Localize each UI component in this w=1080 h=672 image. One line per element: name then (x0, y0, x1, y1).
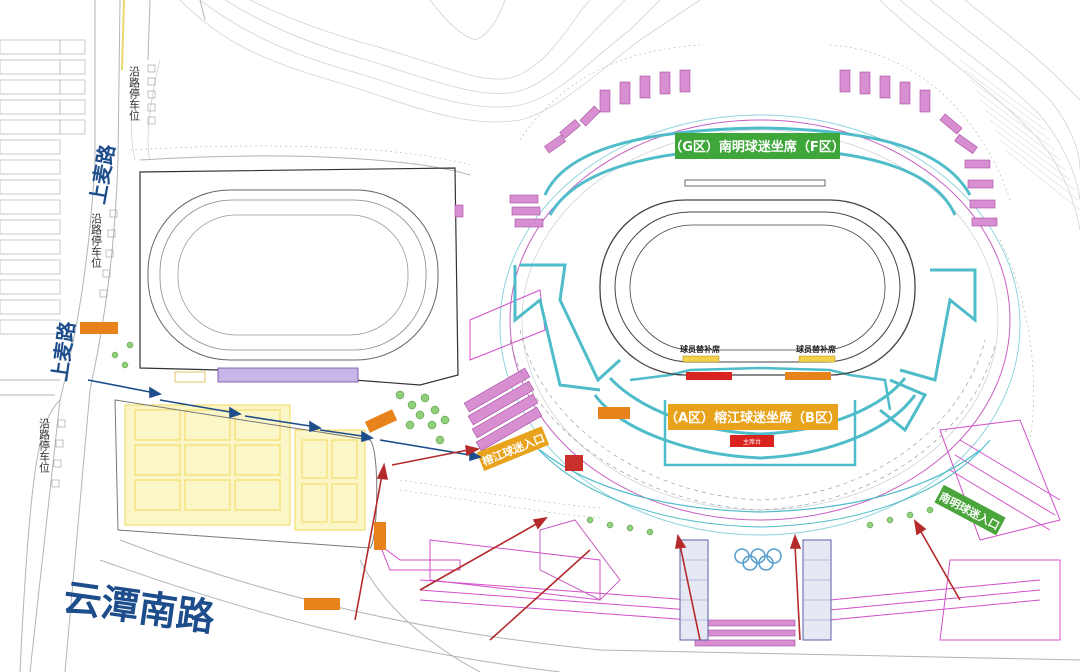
basketball-courts (124, 404, 366, 531)
svg-text:（A区）榕江球迷坐席（B区）: （A区）榕江球迷坐席（B区） (665, 410, 841, 426)
red-marker (565, 455, 583, 471)
main-podium-label: 主席台 (730, 435, 774, 447)
nanming-entrance-label: 南明球迷入口 (934, 484, 1006, 536)
svg-text:主席台: 主席台 (743, 438, 761, 446)
south-seat-rows (509, 329, 996, 511)
yellow-road-edge (121, 0, 125, 71)
tree-dots (111, 341, 934, 536)
plaza-structure (539, 519, 621, 601)
bench-right-marker (798, 355, 836, 363)
bench-left-label: 球员替补席 (680, 344, 720, 354)
main-field (599, 179, 916, 376)
svg-text:（G区）南明球迷坐席（F区）: （G区）南明球迷坐席（F区） (669, 139, 845, 155)
stair-blocks (679, 539, 832, 641)
roadside-parking-label-3: 沿路停车位 (38, 418, 51, 473)
referee-marker (686, 372, 732, 380)
south-stand-label: （A区）榕江球迷坐席（B区） (665, 404, 841, 430)
parking-markers (51, 64, 156, 488)
stair-lines (680, 559, 831, 621)
terrain-hatching (959, 59, 1080, 211)
roadside-parking-label-2: 沿路停车位 (90, 213, 103, 268)
olympic-rings-icon (734, 548, 782, 571)
rongjiang-entrance-label: 榕江球迷入口 (476, 426, 550, 472)
yuntan-south-road-label: 云潭南路 (61, 575, 219, 640)
red-route-arrows (354, 444, 961, 641)
benches: 球员替补席 球员替补席 (680, 344, 836, 380)
hedge-dots (129, 44, 1035, 519)
shangmai-road-label-1: 上麦路 (85, 142, 119, 206)
magenta-structures (454, 69, 998, 647)
roadside-parking-label-1: 沿路停车位 (128, 66, 141, 121)
bench-left-marker (682, 355, 720, 363)
magenta-outlines (378, 289, 1061, 641)
left-parking-lot (0, 39, 86, 335)
training-field (139, 167, 459, 386)
terrain-contours (130, 0, 1080, 231)
bench-right-label: 球员替补席 (796, 344, 836, 354)
official-marker (785, 372, 831, 380)
shangmai-road-label-2: 上麦路 (47, 319, 79, 383)
stadium-outer-rings (499, 114, 1021, 536)
stadium-stands (513, 126, 991, 528)
north-stand-label: （G区）南明球迷坐席（F区） (669, 133, 845, 159)
small-orange-signs (80, 322, 630, 610)
